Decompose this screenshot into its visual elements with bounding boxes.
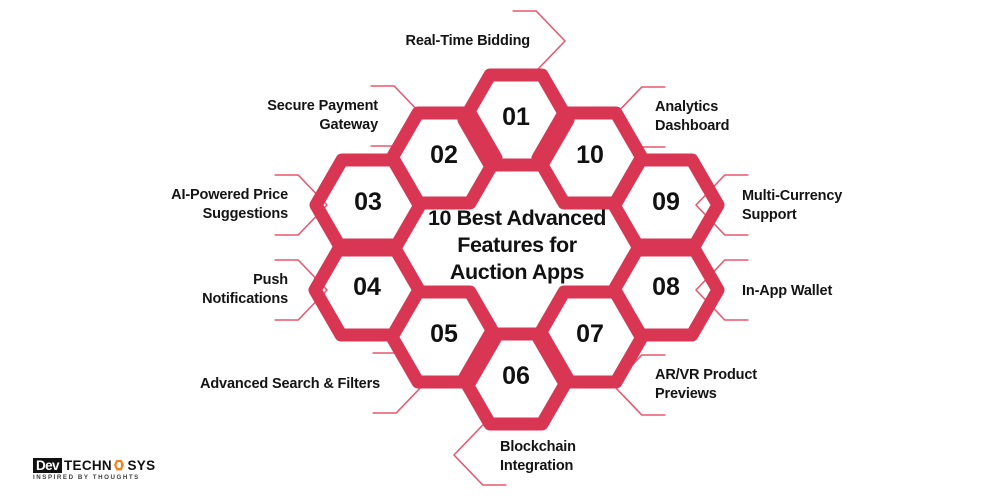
devtechnosys-logo[interactable]: Dev TECHN SYS INSPIRED BY THOUGHTS xyxy=(33,457,155,481)
feature-label-02[interactable]: Secure Payment Gateway xyxy=(267,98,378,134)
hexagon-10[interactable] xyxy=(531,106,649,210)
connector-08 xyxy=(695,259,749,321)
feature-label-05[interactable]: Advanced Search & Filters xyxy=(200,376,380,392)
hex-number-08[interactable]: 08 xyxy=(652,273,680,301)
feature-label-01[interactable]: Real-Time Bidding xyxy=(405,33,531,49)
feature-label-07[interactable]: AR/VR Product Previews xyxy=(655,367,757,403)
feature-label-06[interactable]: Blockchain Integration xyxy=(500,439,576,475)
hex-number-01[interactable]: 01 xyxy=(502,103,530,131)
feature-label-10[interactable]: Analytics Dashboard xyxy=(655,99,730,135)
connector-04 xyxy=(274,259,328,321)
hexagon-group xyxy=(308,68,725,431)
hex-number-03[interactable]: 03 xyxy=(354,188,382,216)
feature-label-04[interactable]: Push Notifications xyxy=(202,272,288,308)
hex-number-07[interactable]: 07 xyxy=(576,320,604,348)
hex-number-10[interactable]: 10 xyxy=(576,141,604,169)
logo-tagline: INSPIRED BY THOUGHTS xyxy=(33,474,140,481)
connector-06 xyxy=(453,424,507,486)
feature-label-09[interactable]: Multi-Currency Support xyxy=(742,188,843,224)
hex-number-09[interactable]: 09 xyxy=(652,188,680,216)
connector-03 xyxy=(274,174,328,236)
logo-techn-text: TECHN xyxy=(63,457,112,473)
connector-09 xyxy=(695,174,749,236)
logo-dev-text: Dev xyxy=(33,457,62,473)
feature-label-08[interactable]: In-App Wallet xyxy=(742,283,833,299)
feature-label-03[interactable]: AI-Powered Price Suggestions xyxy=(171,187,288,223)
hexagon-icon xyxy=(113,459,124,471)
hex-number-02[interactable]: 02 xyxy=(430,141,458,169)
hex-number-06[interactable]: 06 xyxy=(502,362,530,390)
logo-wordmark: Dev TECHN SYS xyxy=(33,457,155,473)
hex-number-05[interactable]: 05 xyxy=(430,320,458,348)
logo-sys-text: SYS xyxy=(127,457,156,473)
hex-number-04[interactable]: 04 xyxy=(353,273,381,301)
center-title: 10 Best Advanced Features for Auction Ap… xyxy=(427,206,607,285)
